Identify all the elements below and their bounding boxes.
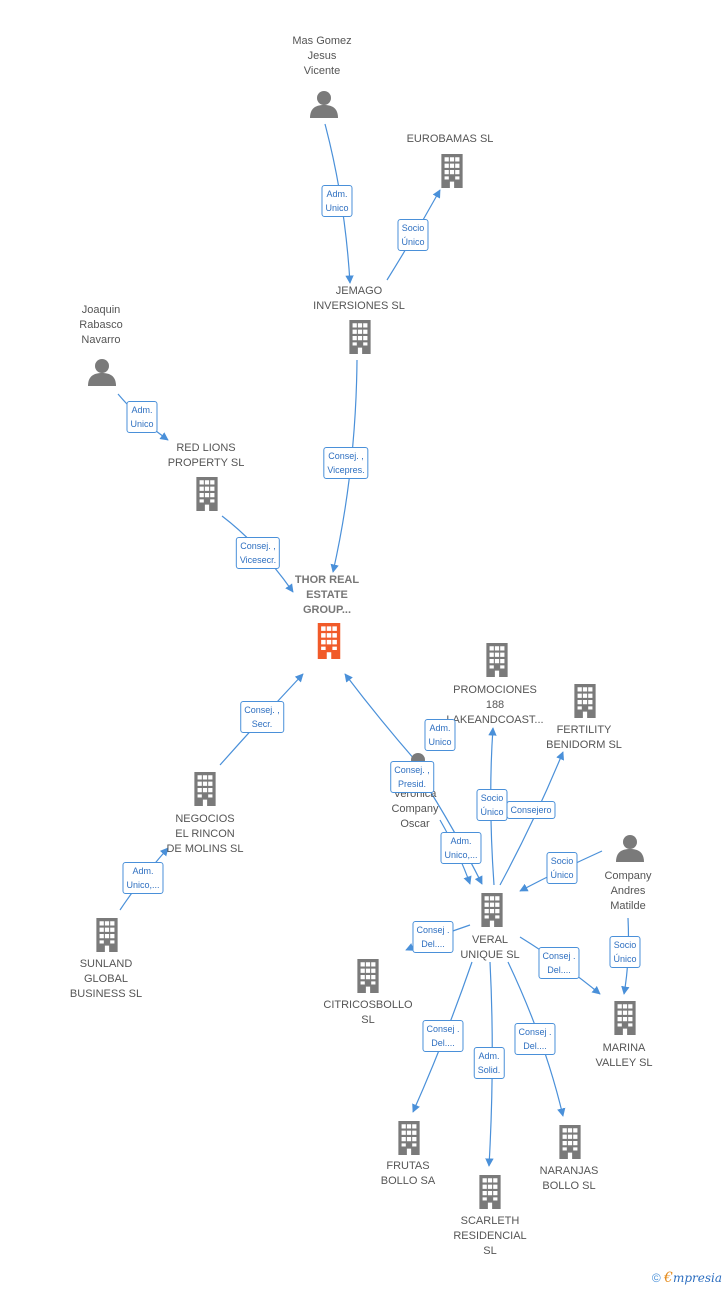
node-label[interactable]: MARINA VALLEY SL xyxy=(595,1042,653,1069)
relation-label[interactable]: Socio Único xyxy=(397,219,429,251)
node-label[interactable]: FRUTAS BOLLO SA xyxy=(380,1160,436,1187)
icons xyxy=(88,91,644,1209)
relation-label[interactable]: Adm. Unico xyxy=(424,719,456,751)
node-label[interactable]: VERAL UNIQUE SL xyxy=(460,934,520,961)
relation-label[interactable]: Consej . Del.... xyxy=(412,921,454,953)
building-icon[interactable] xyxy=(96,918,118,952)
relation-label[interactable]: Adm. Unico,... xyxy=(440,832,482,864)
building-icon[interactable] xyxy=(614,1001,636,1035)
edge-veronica-thor xyxy=(344,673,416,761)
building-icon[interactable] xyxy=(196,477,218,511)
brand-name: mpresia xyxy=(672,1271,722,1285)
person-icon[interactable] xyxy=(310,91,338,118)
relation-label[interactable]: Socio Único xyxy=(609,936,641,968)
relation-label[interactable]: Consej . Del.... xyxy=(514,1023,556,1055)
building-icon-main[interactable] xyxy=(317,623,341,659)
relation-label[interactable]: Consejero xyxy=(506,801,556,819)
node-label[interactable]: NARANJAS BOLLO SL xyxy=(539,1165,599,1192)
node-label[interactable]: FERTILITY BENIDORM SL xyxy=(546,724,622,751)
node-label[interactable]: Veronica Company Oscar xyxy=(391,788,439,830)
relation-label[interactable]: Consej . Del.... xyxy=(538,947,580,979)
relation-label[interactable]: Adm. Unico xyxy=(126,401,158,433)
node-label[interactable]: NEGOCIOS EL RINCON DE MOLINS SL xyxy=(166,813,244,855)
relation-label[interactable]: Consej. , Presid. xyxy=(390,761,434,793)
node-label[interactable]: RED LIONS PROPERTY SL xyxy=(167,442,245,469)
relation-label[interactable]: Consej. , Vicesecr. xyxy=(235,537,281,569)
copyright-symbol: © xyxy=(651,1271,661,1285)
relation-label[interactable]: Consej . Del.... xyxy=(422,1020,464,1052)
building-icon[interactable] xyxy=(486,643,508,677)
edge-veral-fertility xyxy=(499,751,565,886)
building-icon[interactable] xyxy=(559,1125,581,1159)
relation-label[interactable]: Adm. Unico xyxy=(321,185,353,217)
node-label[interactable]: JEMAGO INVERSIONES SL xyxy=(313,285,405,312)
building-icon[interactable] xyxy=(481,893,503,927)
node-label[interactable]: Mas Gomez Jesus Vicente xyxy=(292,35,352,77)
relation-label[interactable]: Consej. , Vicepres. xyxy=(323,447,369,479)
node-label[interactable]: EUROBAMAS SL xyxy=(406,133,494,145)
brand-initial: € xyxy=(664,1270,673,1286)
node-label[interactable]: Joaquin Rabasco Navarro xyxy=(79,304,123,346)
node-label[interactable]: SCARLETH RESIDENCIAL SL xyxy=(453,1215,527,1257)
node-label-main[interactable]: THOR REAL ESTATE GROUP... xyxy=(294,574,360,616)
brand-logo: © €mpresia xyxy=(652,1270,722,1286)
node-label[interactable]: CITRICOSBOLLO SL xyxy=(323,999,413,1026)
relation-label[interactable]: Consej. , Secr. xyxy=(240,701,284,733)
relation-label[interactable]: Adm. Solid. xyxy=(473,1047,505,1079)
building-icon[interactable] xyxy=(357,959,379,993)
node-label[interactable]: SUNLAND GLOBAL BUSINESS SL xyxy=(69,958,143,1000)
person-icon[interactable] xyxy=(88,359,116,386)
building-icon[interactable] xyxy=(574,684,596,718)
building-icon[interactable] xyxy=(479,1175,501,1209)
building-icon[interactable] xyxy=(194,772,216,806)
person-icon[interactable] xyxy=(616,835,644,862)
node-label[interactable]: PROMOCIONES 188 LAKEANDCOAST... xyxy=(446,684,544,726)
building-icon[interactable] xyxy=(349,320,371,354)
building-icon[interactable] xyxy=(441,154,463,188)
building-icon[interactable] xyxy=(398,1121,420,1155)
relation-label[interactable]: Socio Único xyxy=(476,789,508,821)
relation-label[interactable]: Socio Único xyxy=(546,852,578,884)
relation-label[interactable]: Adm. Unico,... xyxy=(122,862,164,894)
node-label[interactable]: Company Andres Matilde xyxy=(604,870,652,912)
